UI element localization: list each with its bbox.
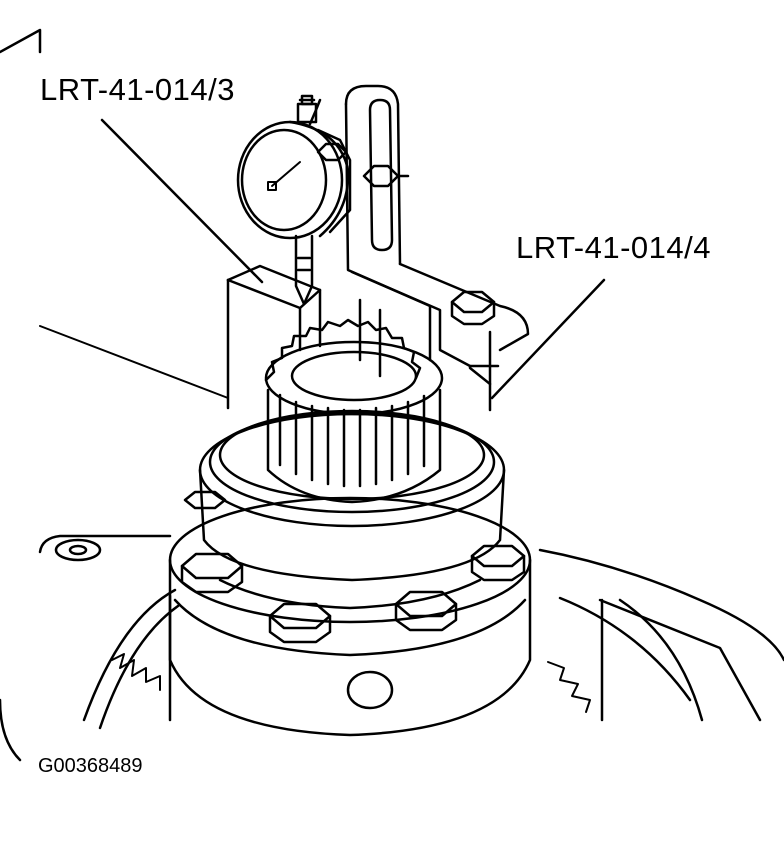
splined-shaft — [266, 320, 442, 502]
flange-bolt — [182, 554, 242, 592]
ring-gear-teeth-left — [112, 654, 160, 690]
bracket-hex-nut — [452, 292, 494, 324]
housing-hole — [56, 540, 100, 560]
dial-plunger-stem — [296, 236, 312, 304]
flange-bolt — [396, 592, 456, 630]
bearing-ring — [200, 411, 504, 580]
flange-bolt — [185, 492, 225, 508]
gauge-base-block — [228, 266, 320, 408]
leader-line-background — [40, 326, 228, 398]
housing-body — [0, 30, 784, 760]
dial-top-fitting — [298, 96, 316, 122]
figure-id: G00368489 — [38, 755, 143, 777]
dial-indicator — [238, 100, 350, 238]
flange-bolt — [472, 546, 524, 580]
leader-line-tool-a — [102, 120, 262, 282]
callout-label-tool-b: LRT-41-014/4 — [516, 230, 711, 265]
gauge-bracket-stand — [346, 86, 528, 410]
callout-label-tool-a: LRT-41-014/3 — [40, 72, 235, 107]
housing-stud — [348, 672, 392, 708]
bracket-clamp-screw — [364, 166, 408, 186]
dial-side-nut — [318, 144, 346, 160]
ring-gear-teeth-right — [548, 662, 590, 712]
leader-line-tool-b — [492, 280, 604, 398]
dial-needle — [268, 162, 300, 190]
flange-bolt — [270, 604, 330, 642]
